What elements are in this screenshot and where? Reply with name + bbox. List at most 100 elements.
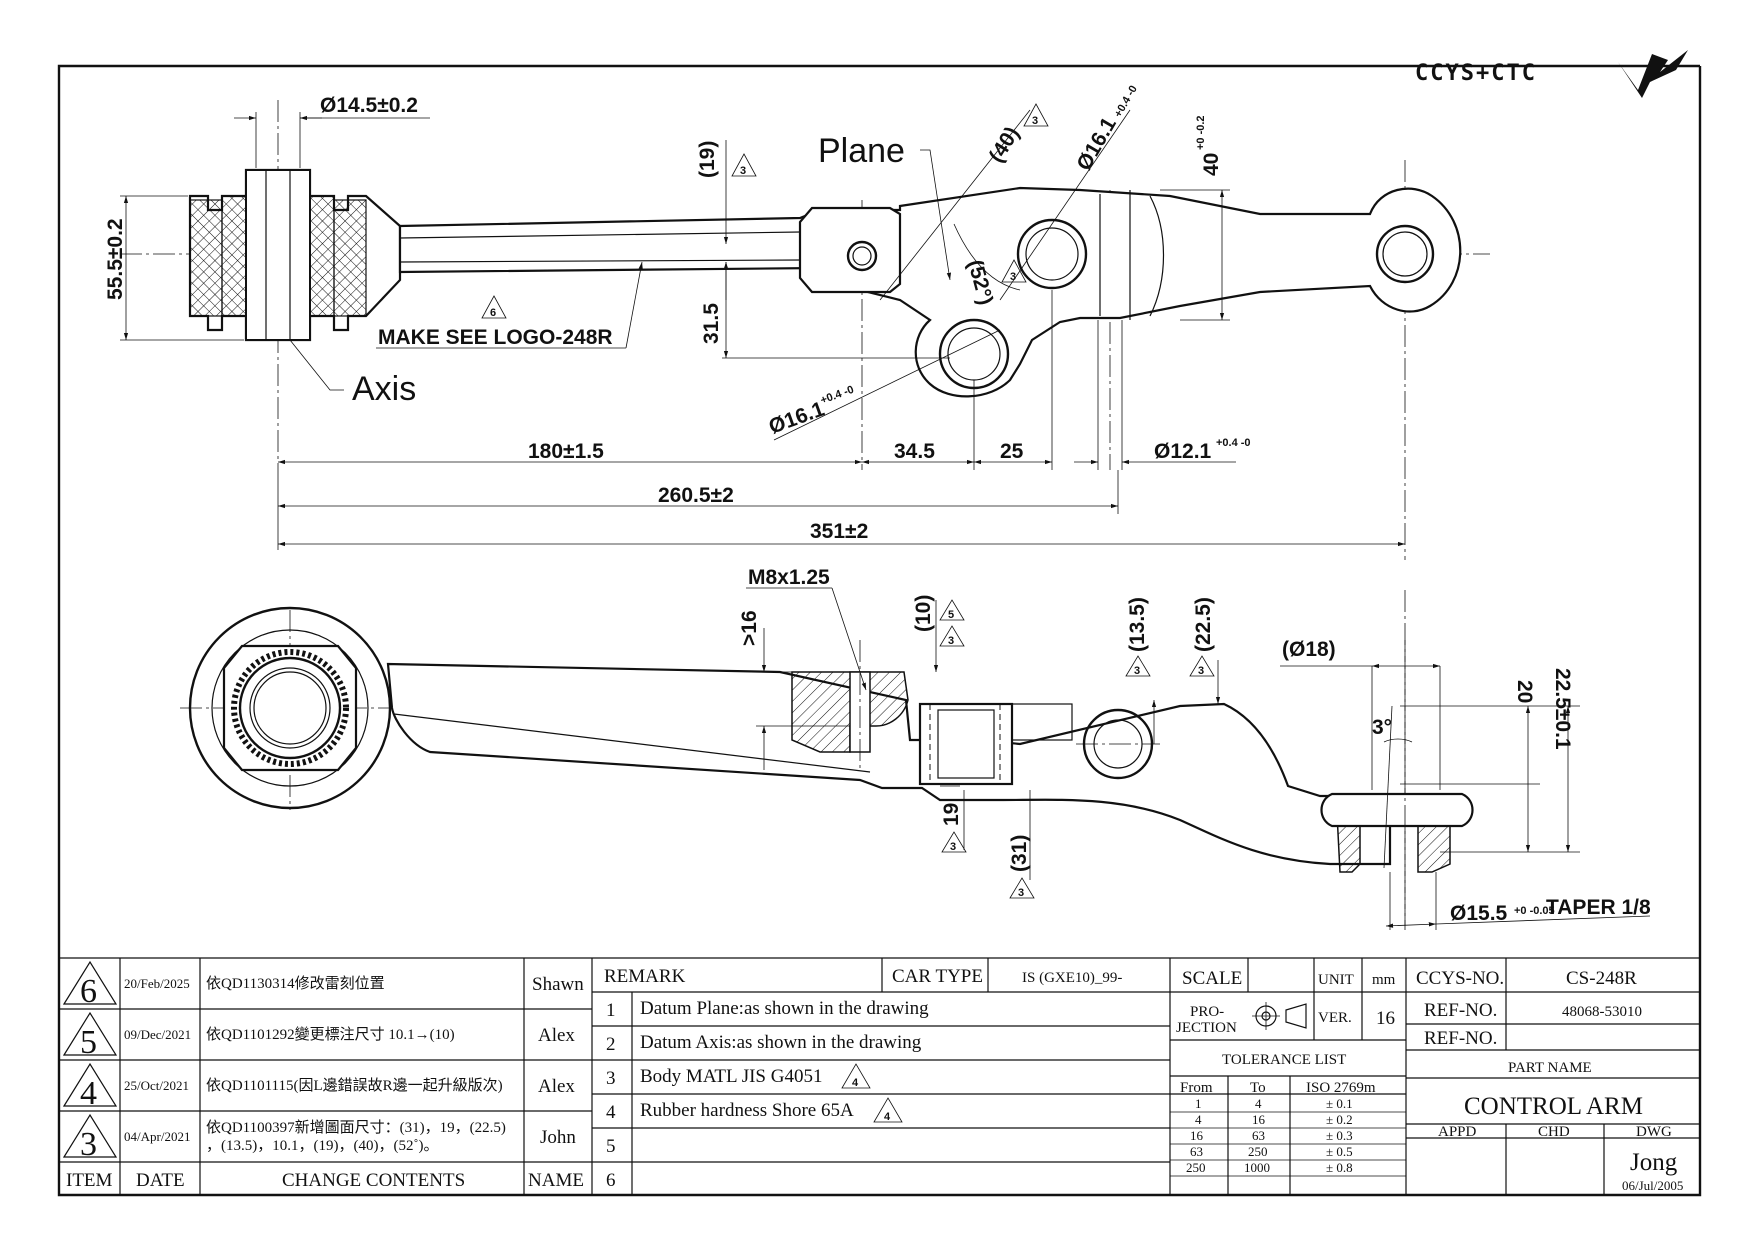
rev-date: 25/Oct/2021	[124, 1078, 189, 1093]
dim-20: 20	[1513, 680, 1536, 703]
remark-no: 3	[606, 1068, 616, 1089]
svg-text:4: 4	[1255, 1096, 1262, 1111]
tol-header-iso: ISO 2769m	[1306, 1080, 1376, 1096]
rev-mark-5: 5	[939, 599, 965, 621]
dim-40: 40	[1200, 153, 1223, 176]
dim-height: 55.5±0.2	[104, 218, 127, 300]
side-view: M8x1.25 >16 (10) 5 3 (13.5) 3 (22.5)	[180, 566, 1651, 930]
svg-text:3: 3	[1032, 115, 1038, 127]
tolerance-row: 1 4 ± 0.1	[1195, 1096, 1353, 1111]
tolerance-row: 63 250 ± 0.5	[1190, 1144, 1353, 1159]
top-view: Ø14.5±0.2 55.5±0.2 Plane Axis MAKE SEE L…	[104, 84, 1490, 930]
svg-text:± 0.8: ± 0.8	[1326, 1160, 1353, 1175]
rev-mark-3e: 3	[1125, 655, 1151, 677]
rev-content: 依QD1101115(因L邊錯誤故R邊一起升級版次)	[206, 1077, 503, 1094]
header-name: NAME	[528, 1170, 584, 1191]
part-id-block: CCYS-NO. CS-248R REF-NO. 48068-53010 REF…	[1406, 958, 1700, 1195]
remark-row: 5	[606, 1136, 616, 1157]
svg-text:3: 3	[1010, 271, 1016, 283]
part-name-label: PART NAME	[1508, 1060, 1592, 1076]
svg-text:250: 250	[1186, 1160, 1206, 1175]
rev-name: Shawn	[532, 974, 584, 995]
remarks-title: REMARK	[604, 966, 686, 987]
rev-mark-3d: 3	[939, 625, 965, 647]
remark-rev: 4	[852, 1077, 859, 1089]
tol-header-from: From	[1180, 1080, 1213, 1096]
header-item: ITEM	[66, 1170, 113, 1191]
ref-no-value: 48068-53010	[1562, 1004, 1642, 1020]
remarks-table: REMARK CAR TYPE IS (GXE10)_99- 1 Datum P…	[592, 958, 1171, 1195]
logo-text: CCYS+CTC	[1415, 61, 1537, 86]
dim-18-dia: (Ø18)	[1282, 638, 1336, 661]
frame-border	[57, 64, 1702, 1197]
unit-label: UNIT	[1318, 972, 1354, 988]
rev-mark-3b: 3	[1023, 103, 1049, 127]
rev-mark: 5	[80, 1024, 97, 1061]
svg-text:± 0.3: ± 0.3	[1326, 1128, 1353, 1143]
part-name-value: CONTROL ARM	[1464, 1093, 1643, 1120]
label-axis: Axis	[352, 370, 416, 408]
remark-text: Body MATL JIS G4051	[640, 1066, 822, 1087]
remark-no: 1	[606, 1000, 616, 1021]
svg-text:3: 3	[1198, 665, 1204, 677]
remark-no: 5	[606, 1136, 616, 1157]
remark-text: Datum Axis:as shown in the drawing	[640, 1032, 922, 1053]
dim-351: 351±2	[810, 520, 868, 543]
brand-logo: CCYS+CTC	[1415, 50, 1688, 98]
dim-hole1-tol: +0.4 -0	[1112, 84, 1140, 120]
svg-text:± 0.5: ± 0.5	[1326, 1144, 1353, 1159]
dim-10: (10)	[912, 595, 935, 632]
rev-name: Alex	[538, 1076, 575, 1097]
car-type-label: CAR TYPE	[892, 966, 983, 987]
ref-no-label: REF-NO.	[1424, 1000, 1497, 1021]
dim-25: 25	[1000, 440, 1024, 463]
dim-hole3-tol: +0.4 -0	[1216, 437, 1251, 449]
svg-text:3: 3	[1018, 887, 1024, 899]
svg-text:16: 16	[1190, 1128, 1204, 1143]
appd-label: APPD	[1438, 1124, 1477, 1140]
remark-no: 2	[606, 1034, 616, 1055]
rev-mark-3f: 3	[1189, 655, 1215, 677]
ver-label: VER.	[1318, 1010, 1352, 1026]
rev-mark-3h: 3	[1009, 877, 1035, 899]
svg-text:3: 3	[740, 165, 746, 177]
svg-text:16: 16	[1252, 1112, 1266, 1127]
rev-content: 依QD1101292變更標注尺寸 10.1→(10)	[206, 1026, 455, 1043]
header-change: CHANGE CONTENTS	[282, 1170, 465, 1191]
chd-label: CHD	[1538, 1124, 1570, 1140]
header-date: DATE	[136, 1170, 185, 1191]
svg-text:3: 3	[950, 841, 956, 853]
ver-value: 16	[1376, 1008, 1395, 1029]
svg-text:3: 3	[948, 635, 954, 647]
svg-text:63: 63	[1252, 1128, 1265, 1143]
svg-text:6: 6	[490, 307, 496, 319]
revision-row: 6 20/Feb/2025 依QD1130314修改雷刻位置 Shawn	[62, 960, 584, 1010]
remark-no: 4	[606, 1102, 616, 1123]
dim-31: (31)	[1008, 835, 1031, 872]
dim-thread: M8x1.25	[748, 566, 830, 589]
rev-content: 依QD1100397新增圖面尺寸：(31)，19，(22.5)	[206, 1119, 506, 1136]
rev-mark-6: 6	[481, 295, 507, 319]
remark-text: Datum Plane:as shown in the drawing	[640, 998, 929, 1019]
tolerance-row: 4 16 ± 0.2	[1195, 1112, 1353, 1127]
rev-mark: 3	[80, 1126, 97, 1163]
dim-22-5-paren: (22.5)	[1192, 597, 1215, 652]
svg-text:250: 250	[1248, 1144, 1268, 1159]
rev-content: 依QD1130314修改雷刻位置	[206, 975, 385, 992]
tolerance-title: TOLERANCE LIST	[1222, 1052, 1346, 1068]
dim-22-5: 22.5±0.1	[1551, 668, 1574, 750]
remark-no: 6	[606, 1170, 616, 1191]
svg-text:4: 4	[1195, 1112, 1202, 1127]
dim-taper-tol: +0 -0.05	[1514, 905, 1555, 917]
dim-taper: TAPER 1/8	[1546, 896, 1651, 919]
dim-13-5: (13.5)	[1126, 597, 1149, 652]
svg-text:3: 3	[1134, 665, 1140, 677]
car-type-value: IS (GXE10)_99-	[1022, 970, 1122, 986]
rev-date: 04/Apr/2021	[124, 1129, 190, 1144]
dim-bushing-diameter: Ø14.5±0.2	[320, 94, 418, 117]
projection-label: PRO-	[1190, 1004, 1224, 1020]
dim-31-5: 31.5	[700, 303, 723, 344]
tolerance-row: 16 63 ± 0.3	[1190, 1128, 1353, 1143]
svg-text:1: 1	[1195, 1096, 1202, 1111]
